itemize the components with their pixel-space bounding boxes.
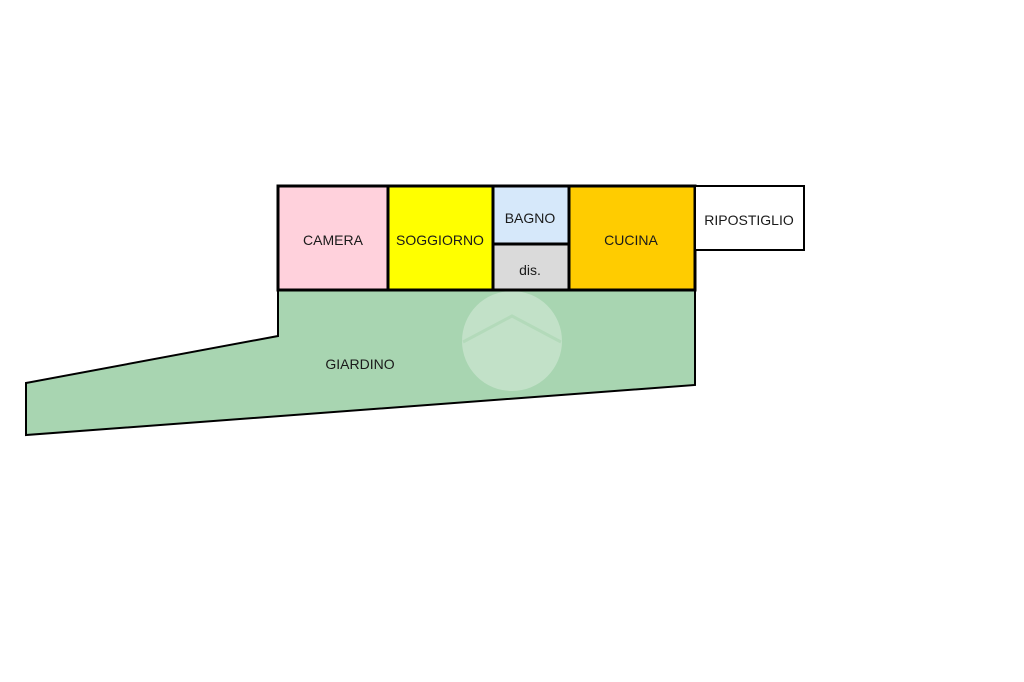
room-giardino: GIARDINO <box>25 289 696 437</box>
soggiorno-label: SOGGIORNO <box>396 232 484 248</box>
room-camera: CAMERA <box>276 184 390 292</box>
dis-area <box>491 242 571 292</box>
room-dis: dis. <box>491 242 571 292</box>
camera-label: CAMERA <box>303 232 364 248</box>
giardino-label: GIARDINO <box>325 356 394 372</box>
room-cucina: CUCINA <box>567 184 697 292</box>
room-ripostiglio: RIPOSTIGLIO <box>694 185 805 251</box>
ripostiglio-label: RIPOSTIGLIO <box>704 212 794 228</box>
ripostiglio-area <box>694 185 805 251</box>
room-soggiorno: SOGGIORNO <box>386 184 495 292</box>
cucina-label: CUCINA <box>604 232 658 248</box>
bagno-area <box>491 184 571 246</box>
dis-label: dis. <box>519 262 541 278</box>
bagno-label: BAGNO <box>505 210 556 226</box>
room-bagno: BAGNO <box>491 184 571 246</box>
house-logo-watermark-icon <box>462 291 562 391</box>
